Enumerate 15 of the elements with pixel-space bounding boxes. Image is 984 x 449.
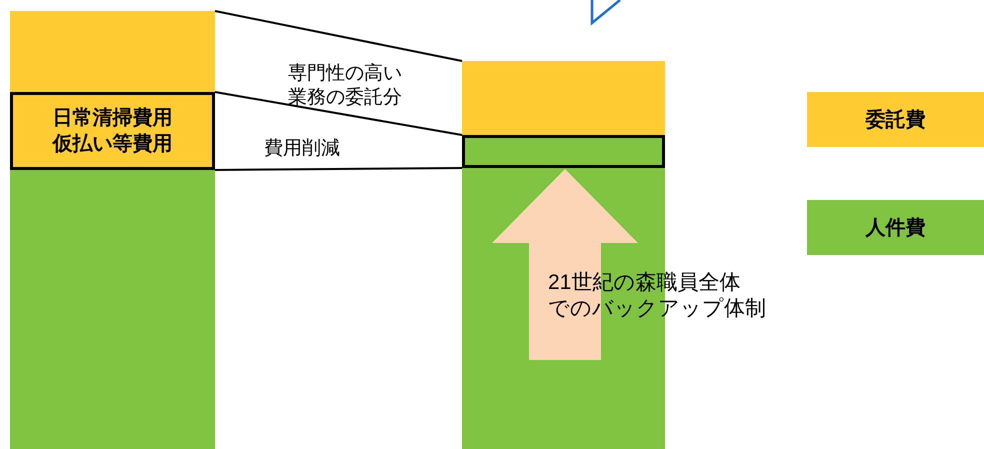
annotation-text: 専門性の高い業務の委託分 <box>287 62 403 110</box>
annotation-text: 費用削減 <box>264 137 341 161</box>
cost-bar <box>462 135 665 168</box>
connector-line <box>214 91 462 136</box>
legend-label: 人件費 <box>866 216 926 241</box>
legend-label: 委託費 <box>866 108 926 133</box>
connector-line <box>214 10 462 62</box>
item-box <box>10 92 215 170</box>
item-label: 日常清掃費用 <box>52 106 172 131</box>
cost-bar <box>10 11 215 92</box>
item-label: 仮払い等費用 <box>52 132 172 157</box>
cost-bar <box>462 61 665 135</box>
connector-line <box>215 167 462 171</box>
block-arrow <box>492 169 638 360</box>
cost-bar <box>10 170 215 449</box>
